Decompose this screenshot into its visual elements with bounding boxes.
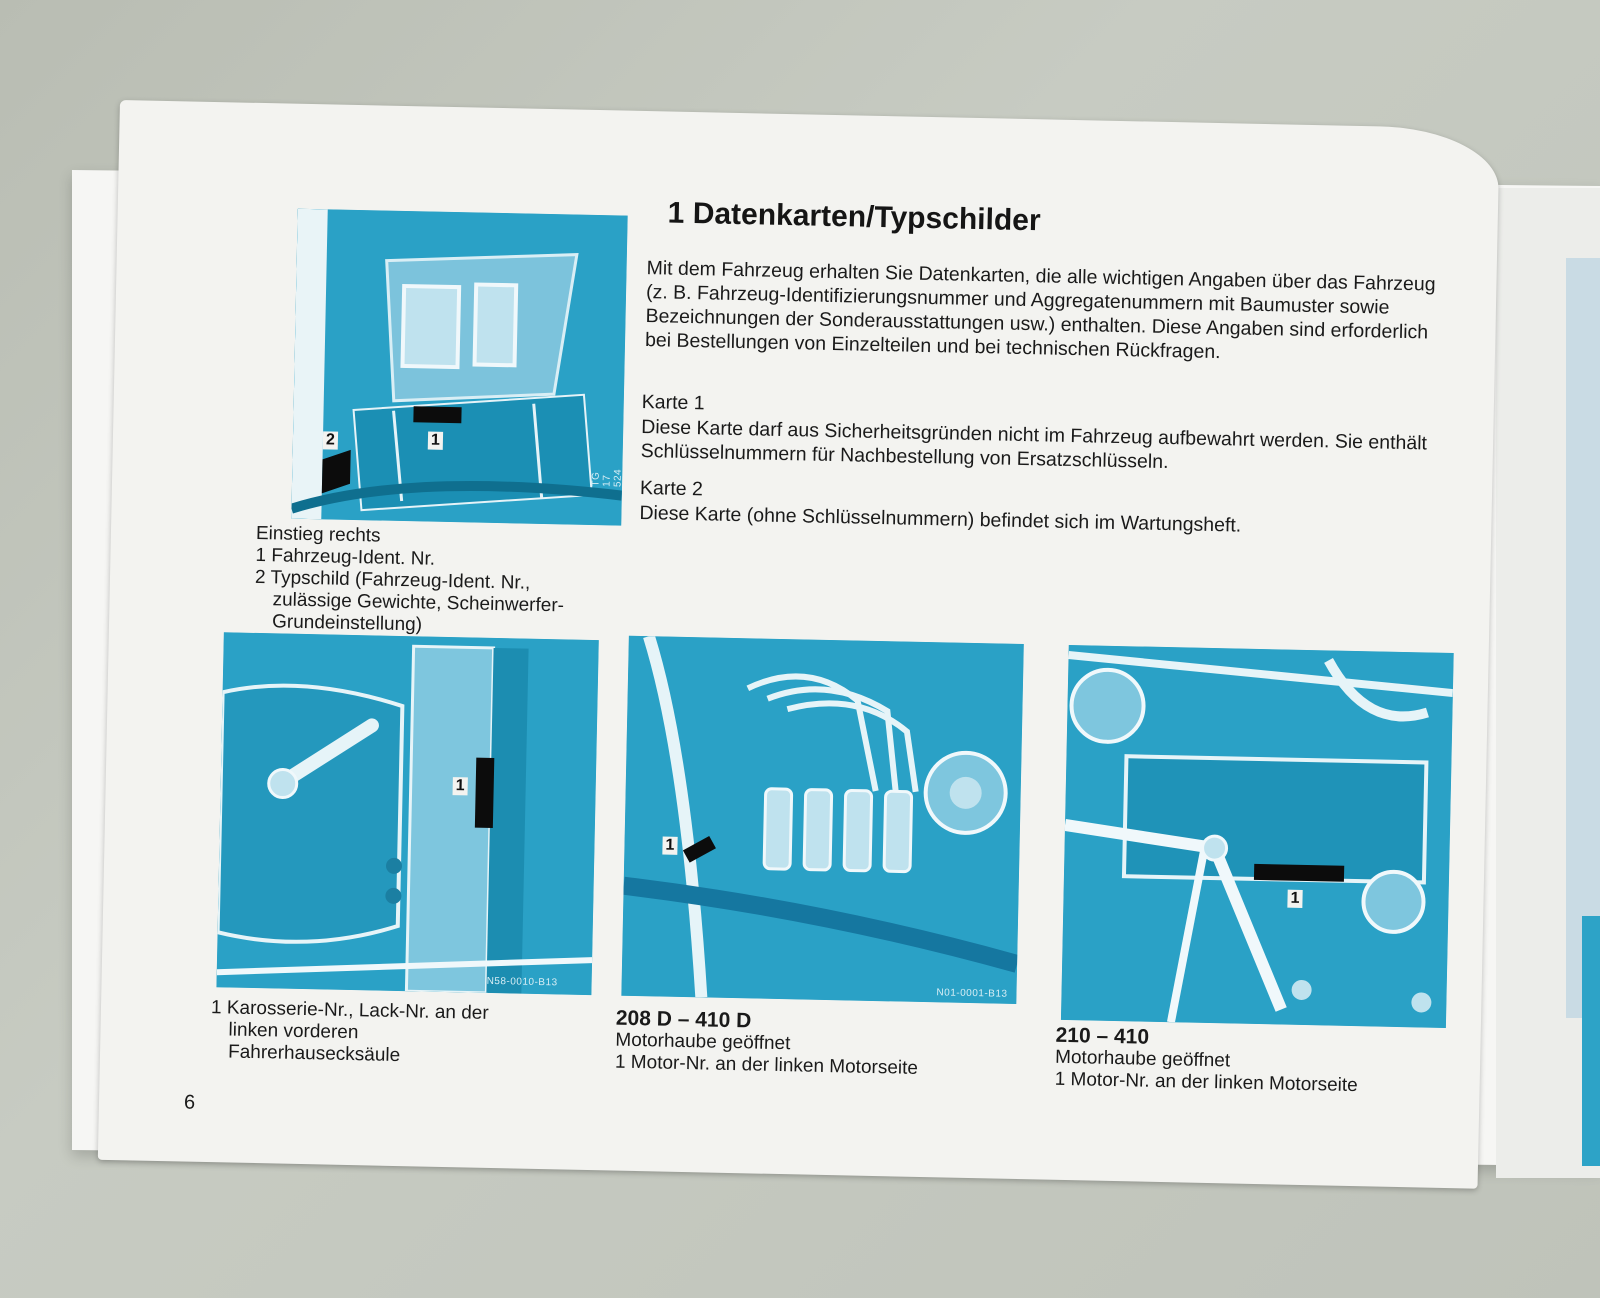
fig4-label-1: 1 (1287, 889, 1303, 908)
figure-cab-pillar: 1 N58-0010-B13 (216, 632, 599, 996)
karte2-text: Diese Karte (ohne Schlüsselnummern) befi… (639, 501, 1242, 537)
ident-plate-marker (413, 406, 462, 424)
fig2-caption-line3: Fahrerhausecksäule (227, 1041, 401, 1067)
fig1-label-2: 2 (322, 431, 339, 450)
fig4-caption: 210 – 410 Motorhaube geöffnet 1 Motor-Nr… (1054, 1024, 1358, 1097)
section-heading: 1 Datenkarten/Typschilder (667, 196, 1041, 238)
karte1-title: Karte 1 (641, 390, 705, 415)
right-page-tint (1566, 258, 1600, 1018)
fig3-code: N01-0001-B13 (936, 987, 1008, 1000)
fig2-caption: 1 Karosserie-Nr., Lack-Nr. an der linken… (210, 997, 489, 1069)
karte1-text: Diese Karte darf aus Sicherheitsgründen … (640, 415, 1428, 474)
fig1-code: TG 17 524 (590, 468, 624, 488)
figure-door-entry: 1 2 TG 17 524 (291, 208, 628, 526)
fig3-label-1: 1 (662, 836, 678, 855)
fig3-caption: 208 D – 410 D Motorhaube geöffnet 1 Moto… (615, 1007, 919, 1080)
door-entry-illustration (291, 208, 628, 526)
cab-pillar-illustration (216, 632, 599, 996)
fig1-caption: Einstieg rechts 1 Fahrzeug-Ident. Nr. 2 … (254, 523, 566, 639)
fig1-label-1: 1 (427, 431, 444, 450)
right-page-blue-tab (1582, 916, 1600, 1166)
intro-paragraph: Mit dem Fahrzeug erhalten Sie Datenkarte… (644, 257, 1436, 364)
engine-number-marker-petrol (1253, 863, 1345, 882)
figure-engine-petrol: 1 (1060, 644, 1454, 1028)
manual-page: 1 Datenkarten/Typschilder Mit dem Fahrze… (97, 100, 1500, 1189)
figure-engine-diesel: 1 N01-0001-B13 (621, 635, 1024, 1004)
body-number-marker (474, 757, 495, 828)
page-number: 6 (183, 1091, 196, 1114)
diesel-engine-illustration (621, 635, 1024, 1004)
karte2-title: Karte 2 (639, 476, 704, 501)
right-page-edge (1496, 188, 1600, 1178)
petrol-engine-illustration (1060, 644, 1454, 1028)
fig2-label-1: 1 (452, 777, 468, 796)
fig2-code: N58-0010-B13 (486, 975, 558, 989)
